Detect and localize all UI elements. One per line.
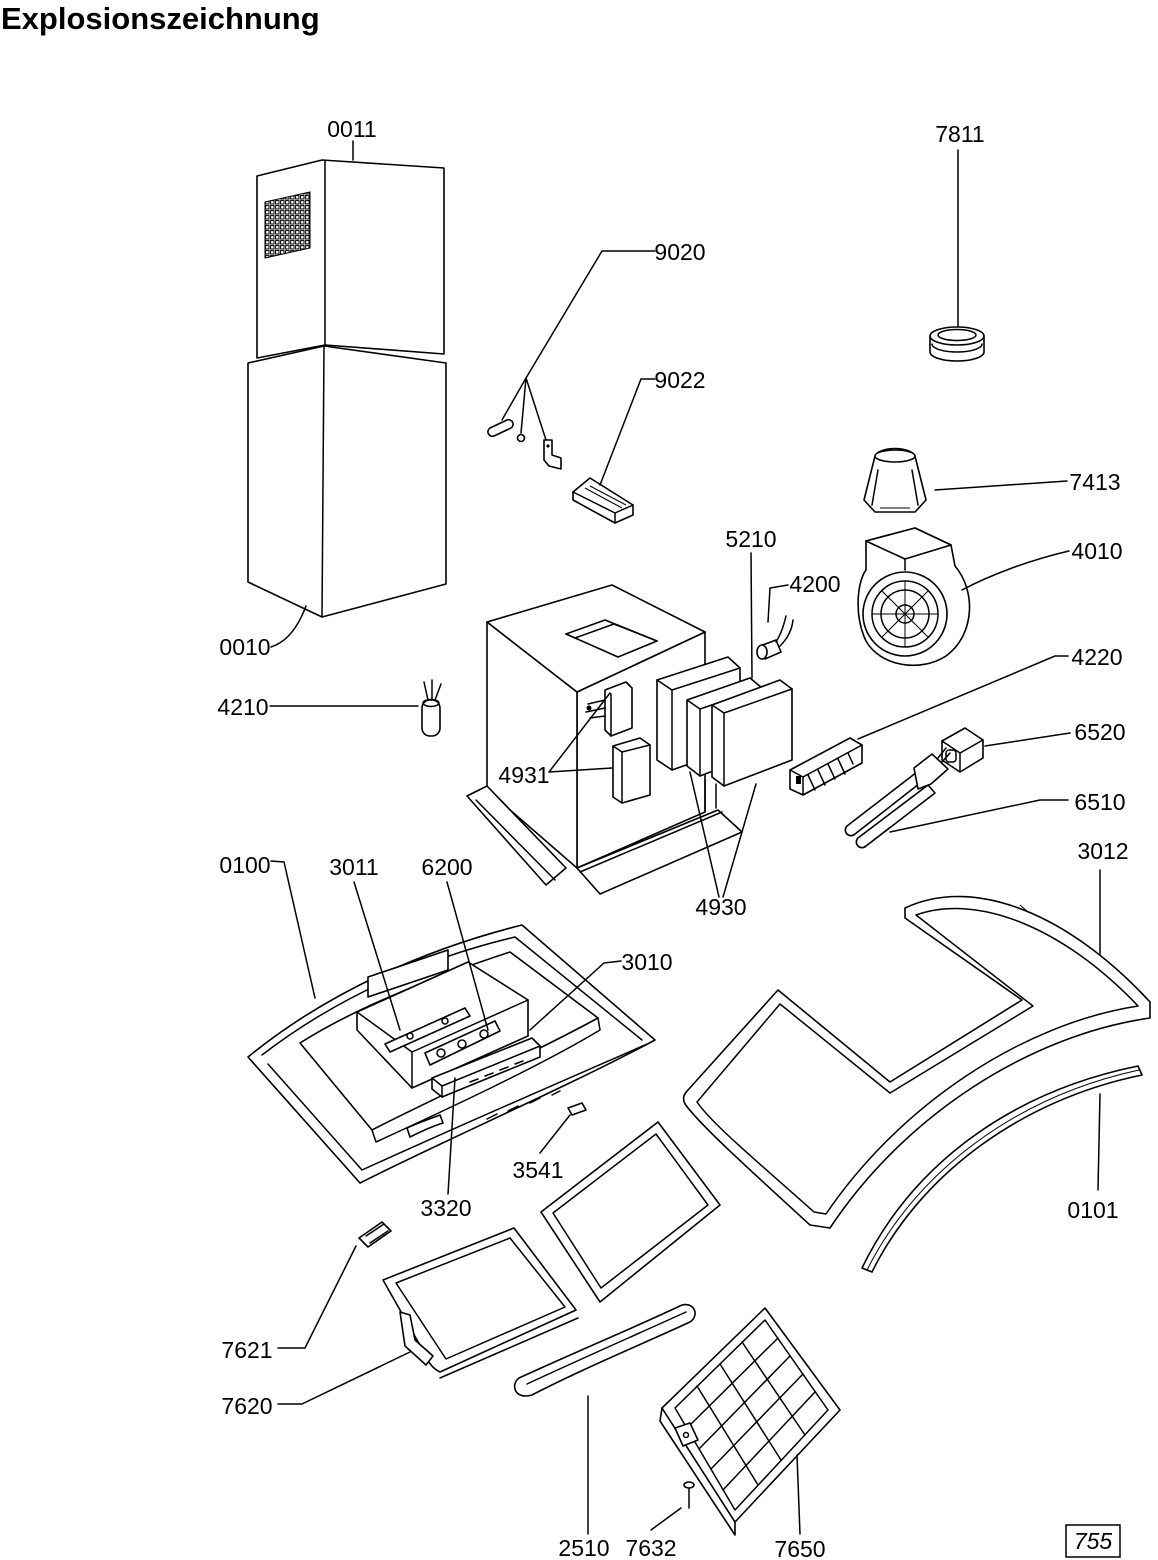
lamp-holder [941, 727, 984, 773]
page-number: 755 [1074, 1528, 1113, 1554]
glass-panel [682, 895, 1151, 1229]
mounting-rail [572, 477, 634, 524]
part-label-7632: 7632 [625, 1535, 676, 1560]
part-label-7620: 7620 [221, 1393, 272, 1419]
filter-clip [358, 1221, 392, 1248]
part-label-9020: 9020 [654, 239, 705, 265]
filter-handle [399, 1311, 434, 1366]
part-label-2510: 2510 [558, 1535, 609, 1560]
part-label-4200: 4200 [789, 571, 840, 597]
part-label-4210: 4210 [217, 694, 268, 720]
leader-line-0101 [1097, 1093, 1101, 1191]
part-label-3010: 3010 [621, 949, 672, 975]
part-label-7811: 7811 [935, 121, 984, 147]
exhaust-collar [929, 326, 985, 362]
part-labels: 0011 7811 9020 9022 7413 5210 4010 4200 … [217, 116, 1128, 1560]
part-label-5210: 5210 [725, 526, 776, 552]
vent-grille [264, 191, 311, 259]
button-cap [567, 1102, 587, 1116]
part-label-3012: 3012 [1077, 838, 1128, 864]
grease-filter [382, 1227, 579, 1379]
part-label-7650: 7650 [774, 1536, 825, 1560]
leader-line-4931 [548, 692, 613, 773]
bracket-plate [384, 1007, 471, 1053]
part-label-3011: 3011 [329, 854, 378, 880]
leader-line-7413 [934, 480, 1068, 491]
bracket [543, 439, 562, 470]
leader-line-4010 [961, 550, 1070, 591]
page-title: Explosionszeichnung [1, 1, 320, 36]
switch-module [585, 681, 633, 737]
leader-line-3011 [353, 881, 401, 1031]
part-label-3320: 3320 [420, 1195, 471, 1221]
leader-lines [269, 140, 1101, 1535]
part-label-6520: 6520 [1074, 719, 1125, 745]
screw [516, 433, 526, 443]
front-slot [406, 1114, 444, 1138]
leader-line-9022 [599, 378, 656, 486]
fixing-parts-set [487, 418, 562, 470]
part-label-7413: 7413 [1069, 469, 1120, 495]
leader-line-7650 [796, 1454, 801, 1535]
part-label-6200: 6200 [421, 854, 472, 880]
relay-module [612, 737, 651, 804]
fluorescent-lamp [844, 747, 951, 849]
control-panel [431, 1037, 541, 1098]
circuit-boards [656, 656, 793, 813]
part-label-0100: 0100 [219, 852, 270, 878]
leader-line-3541 [539, 1114, 571, 1154]
leader-line-0100 [270, 860, 316, 999]
blower-cap [863, 447, 927, 513]
leader-line-6520 [984, 732, 1071, 747]
grease-filter-right [540, 1121, 721, 1303]
part-label-4220: 4220 [1071, 644, 1122, 670]
part-label-4010: 4010 [1071, 538, 1122, 564]
part-label-6510: 6510 [1074, 789, 1125, 815]
glass-trim-strip [861, 1065, 1143, 1273]
front-indicator-marks [486, 1090, 561, 1120]
leader-line-6200 [446, 881, 489, 1031]
capacitor [421, 679, 442, 737]
leader-line-6510 [889, 799, 1069, 833]
thermal-fuse [756, 615, 794, 660]
part-label-0010: 0010 [219, 634, 270, 660]
part-label-9022: 9022 [654, 367, 705, 393]
filter-screw [683, 1481, 695, 1509]
leader-line-7620 [277, 1351, 411, 1405]
leader-line-4200 [767, 584, 789, 623]
blower-mount-frame [356, 949, 529, 1089]
chimney-upper-section [256, 159, 445, 359]
leader-line-3320 [447, 1077, 456, 1195]
carbon-filter [659, 1307, 841, 1536]
control-module [424, 1020, 501, 1066]
chimney-lower-section [247, 345, 447, 618]
part-label-3541: 3541 [512, 1157, 563, 1183]
leader-line-7632 [650, 1507, 682, 1531]
leader-line-0010 [270, 605, 307, 648]
part-label-4931: 4931 [498, 762, 549, 788]
part-label-7621: 7621 [221, 1337, 272, 1363]
pin [487, 418, 514, 438]
blower-motor [857, 527, 971, 667]
leader-line-3010 [529, 960, 622, 1031]
leader-line-5210 [750, 552, 753, 679]
leader-line-4930 [689, 771, 757, 898]
leader-line-7621 [277, 1245, 357, 1349]
leader-line-9020 [501, 250, 656, 441]
part-label-0011: 0011 [327, 116, 376, 142]
part-label-4930: 4930 [695, 894, 746, 920]
page-number-box: 755 [1065, 1524, 1121, 1558]
seal-strip [513, 1303, 696, 1397]
part-label-0101: 0101 [1067, 1197, 1118, 1223]
leader-line-4220 [857, 655, 1069, 740]
terminal-strip [789, 737, 863, 796]
side-rail [466, 785, 567, 886]
